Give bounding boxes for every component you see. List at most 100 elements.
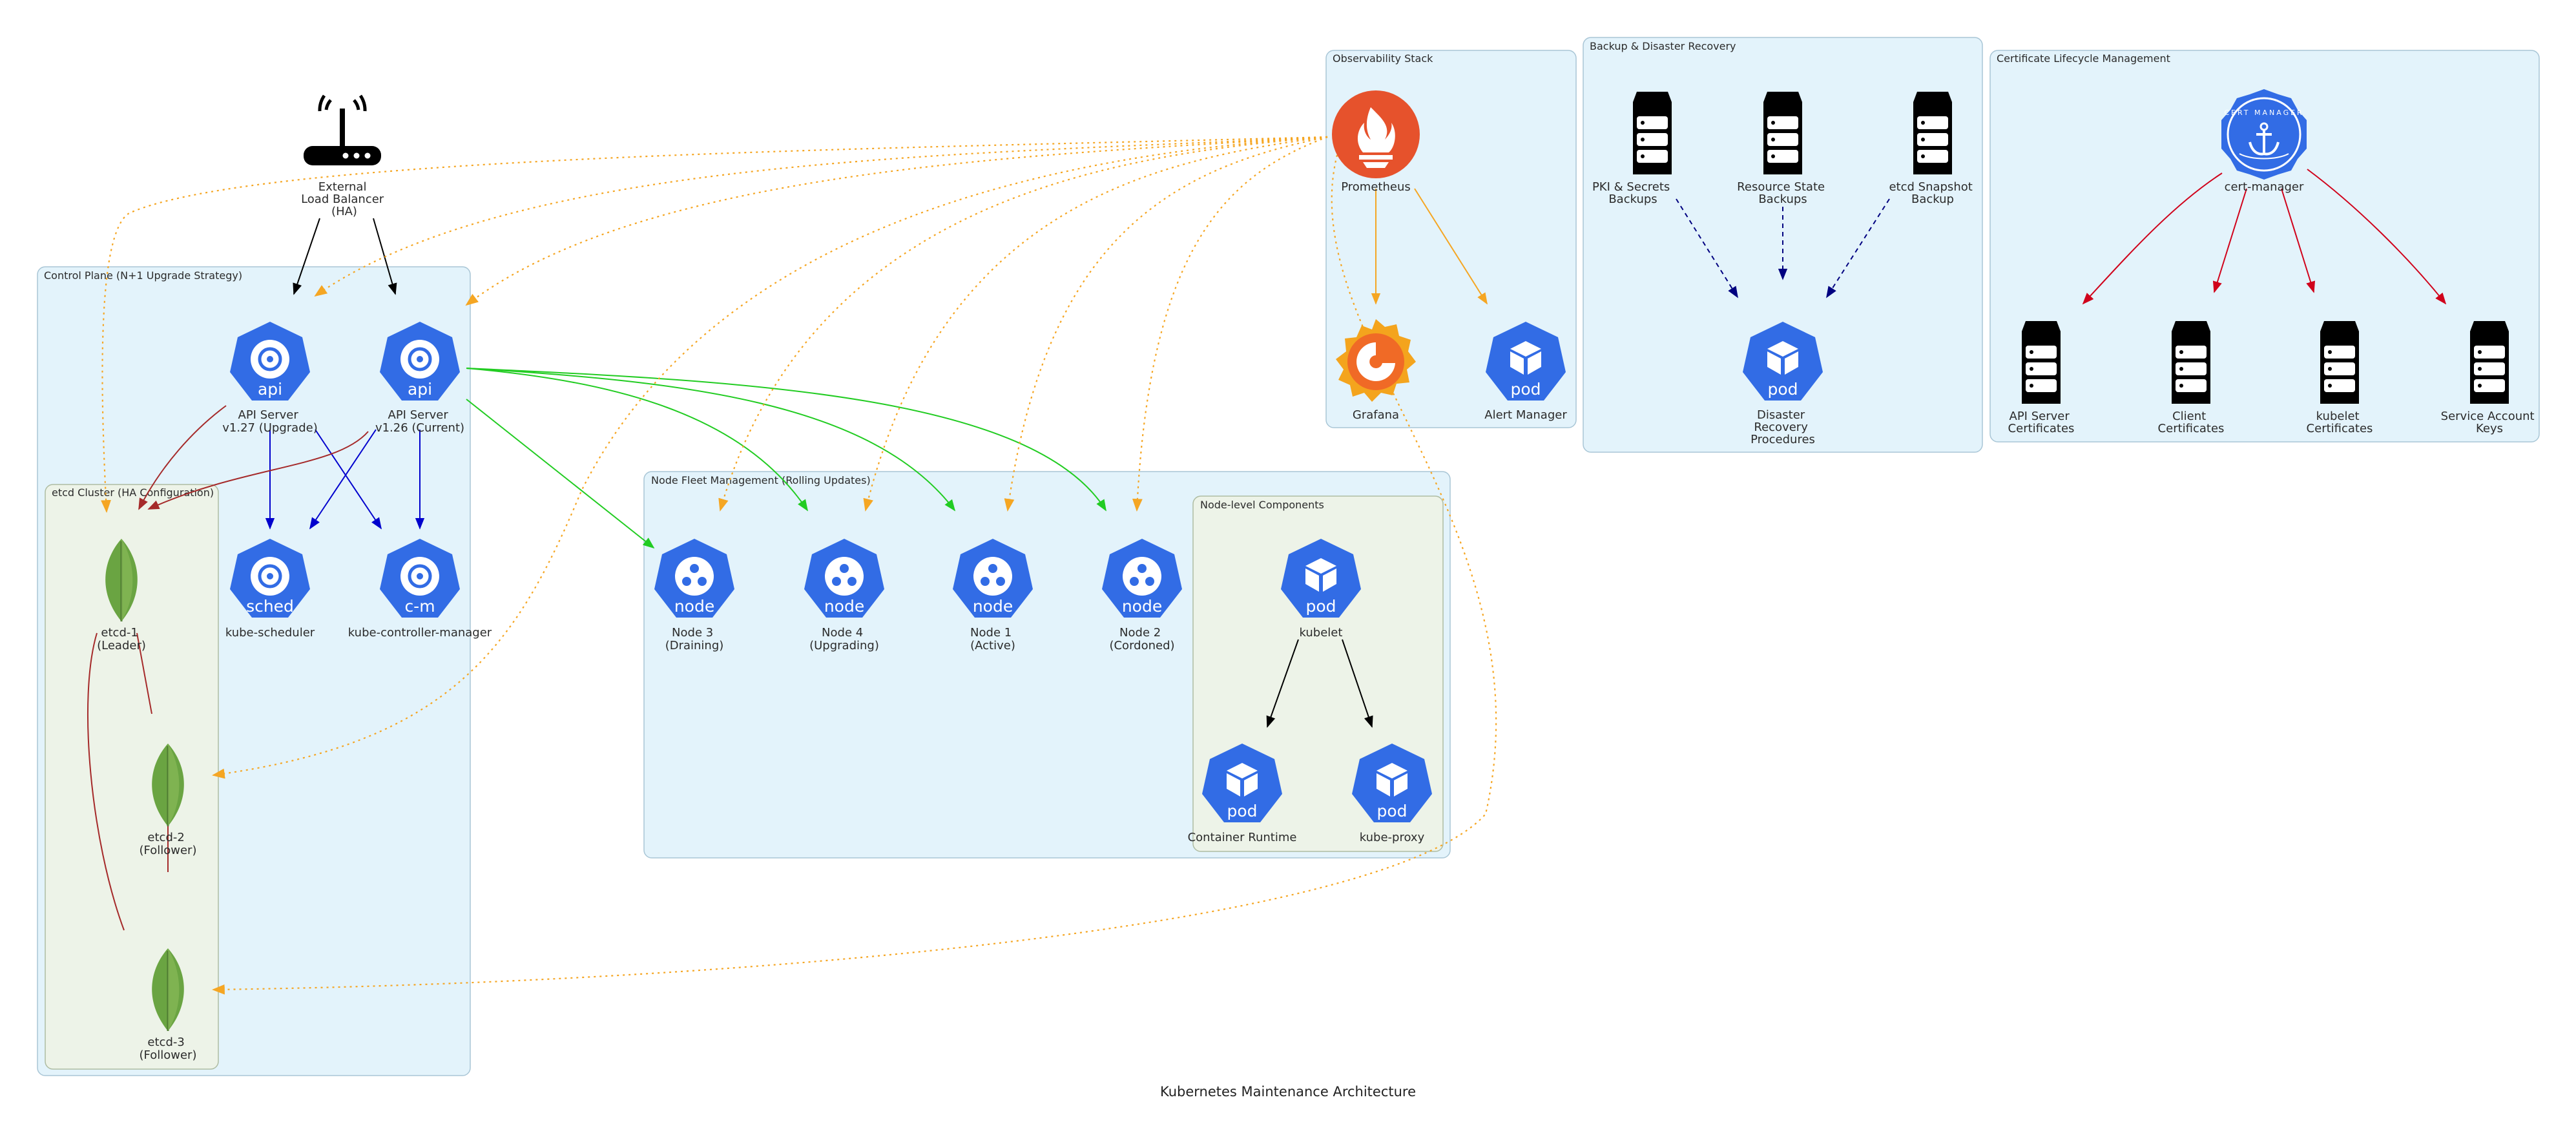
server-stack-icon <box>1763 92 1802 174</box>
edge-lb-api-new <box>293 218 320 295</box>
node-node-2: node Node 2 (Cordoned) <box>1102 539 1182 652</box>
cluster-label-etcd: etcd Cluster (HA Configuration) <box>52 486 214 499</box>
node-api-server-upgrade: api API Server v1.27 (Upgrade) <box>222 322 318 435</box>
node-cert-manager: CERT MANAGER cert-manager <box>2221 89 2307 194</box>
prometheus-icon <box>1332 90 1420 178</box>
kubernetes-pod-icon: pod <box>1486 322 1566 401</box>
node1-label: Node 1 (Active) <box>970 626 1015 652</box>
edges <box>87 136 2447 995</box>
resource-label: Resource State Backups <box>1737 180 1829 206</box>
edge-prom-node2 <box>1132 136 1328 512</box>
edge-prom-node1 <box>1004 136 1328 512</box>
svg-text:pod: pod <box>1227 802 1257 820</box>
node-etcd-2: etcd-2 (Follower) <box>140 744 197 857</box>
cert-manager-icon: CERT MANAGER <box>2221 89 2307 180</box>
edge-prom-apicur <box>465 136 1328 306</box>
kubernetes-api-icon: api <box>230 322 310 401</box>
pki-label: PKI & Secrets Backups <box>1592 180 1674 206</box>
kubernetes-node-icon: node <box>953 539 1033 618</box>
edge-cm-clientcert <box>2212 188 2247 293</box>
node-resource-backups: Resource State Backups <box>1737 92 1829 206</box>
node-container-runtime: pod Container Runtime <box>1188 744 1297 844</box>
edge-apicur-node1 <box>466 368 956 512</box>
leaf-icon <box>105 539 138 621</box>
edge-prom-etcd2 <box>212 136 1328 779</box>
diagram-title: Kubernetes Maintenance Architecture <box>1160 1084 1416 1099</box>
lb-label: External Load Balancer (HA) <box>301 180 388 218</box>
edge-apicur-sched <box>309 429 377 530</box>
edge-apinew-etcd1 <box>138 405 227 510</box>
kubernetes-pod-icon: pod <box>1743 322 1823 401</box>
svg-text:node: node <box>824 597 864 616</box>
kubernetes-node-icon: node <box>1102 539 1182 618</box>
node-node-4: node Node 4 (Upgrading) <box>804 539 884 652</box>
node-pki-backups: PKI & Secrets Backups <box>1592 92 1674 206</box>
proxy-label: kube-proxy <box>1360 831 1425 844</box>
node-kube-proxy: pod kube-proxy <box>1352 744 1432 844</box>
kubernetes-controller-manager-icon: c-m <box>380 539 460 618</box>
apicert-label: API Server Certificates <box>2008 410 2075 435</box>
prometheus-scrape-edges <box>101 136 1497 995</box>
cluster-label-certs: Certificate Lifecycle Management <box>1997 52 2170 65</box>
node-etcd-1: etcd-1 (Leader) <box>97 539 146 652</box>
node-etcd-snapshot: etcd Snapshot Backup <box>1889 92 1976 206</box>
sakeys-label: Service Account Keys <box>2441 410 2539 435</box>
node-alert-manager: pod Alert Manager <box>1484 322 1567 422</box>
edge-prom-apinew <box>314 136 1328 297</box>
node-api-server-current: api API Server v1.26 (Current) <box>375 322 464 435</box>
etcd2-label: etcd-2 (Follower) <box>140 831 197 857</box>
edge-apinew-cm <box>315 429 382 530</box>
svg-text:pod: pod <box>1305 597 1336 616</box>
leaf-icon <box>152 744 184 826</box>
backup-edges <box>1676 198 1890 298</box>
etcdsnap-label: etcd Snapshot Backup <box>1889 180 1976 206</box>
edge-prom-node4 <box>863 136 1328 512</box>
node-client-certificates: Client Certificates <box>2158 321 2224 435</box>
edge-kubelet-runtime <box>1266 639 1299 728</box>
edge-apicur-etcd1 <box>147 431 369 510</box>
etcd3-label: etcd-3 (Follower) <box>140 1036 197 1062</box>
edge-etcdsnap-dr <box>1826 198 1890 298</box>
leaf-icon <box>152 948 184 1031</box>
svg-text:node: node <box>973 597 1013 616</box>
server-stack-icon <box>1913 92 1952 174</box>
runtime-label: Container Runtime <box>1188 831 1297 844</box>
node-node-1: node Node 1 (Active) <box>953 539 1033 652</box>
server-stack-icon <box>2172 321 2210 404</box>
edge-lb-api-cur <box>373 218 397 295</box>
cluster-label-node-components: Node-level Components <box>1200 499 1324 511</box>
node-prometheus: Prometheus <box>1332 90 1420 194</box>
svg-text:sched: sched <box>246 597 294 616</box>
svg-text:api: api <box>408 380 432 399</box>
node-external-load-balancer: External Load Balancer (HA) <box>301 94 388 218</box>
grafana-icon <box>1336 319 1416 402</box>
node3-label: Node 3 (Draining) <box>665 626 724 652</box>
edge-etcd1-etcd3 <box>87 632 125 931</box>
server-stack-icon <box>2320 321 2359 404</box>
kubernetes-pod-icon: pod <box>1202 744 1282 822</box>
node-service-account-keys: Service Account Keys <box>2441 321 2539 435</box>
cluster-etcd: etcd Cluster (HA Configuration) <box>45 484 219 1070</box>
dr-label: Disaster Recovery Procedures <box>1750 408 1815 446</box>
prometheus-label: Prometheus <box>1341 180 1411 194</box>
router-icon <box>304 94 381 165</box>
svg-text:pod: pod <box>1510 380 1541 399</box>
svg-text:node: node <box>674 597 714 616</box>
cluster-label-node-fleet: Node Fleet Management (Rolling Updates) <box>651 474 871 486</box>
grafana-label: Grafana <box>1353 408 1399 422</box>
api-cur-label: API Server v1.26 (Current) <box>375 408 464 435</box>
node2-label: Node 2 (Cordoned) <box>1109 626 1174 652</box>
cert-manager-label: cert-manager <box>2225 180 2304 194</box>
edge-etcd1-etcd2 <box>136 632 152 714</box>
node-kubelet: pod kubelet <box>1281 539 1361 640</box>
node-api-server-certificates: API Server Certificates <box>2008 321 2075 435</box>
edge-apicur-node4 <box>466 368 808 512</box>
edge-apicur-node3 <box>466 399 655 549</box>
edge-cm-sakeys <box>2307 169 2447 305</box>
node-grafana: Grafana <box>1336 319 1416 422</box>
svg-text:node: node <box>1122 597 1162 616</box>
kubernetes-node-icon: node <box>804 539 884 618</box>
kubeletcert-label: kubelet Certificates <box>2307 410 2373 435</box>
etcd1-label: etcd-1 (Leader) <box>97 626 146 652</box>
edge-prom-alert <box>1414 188 1488 305</box>
